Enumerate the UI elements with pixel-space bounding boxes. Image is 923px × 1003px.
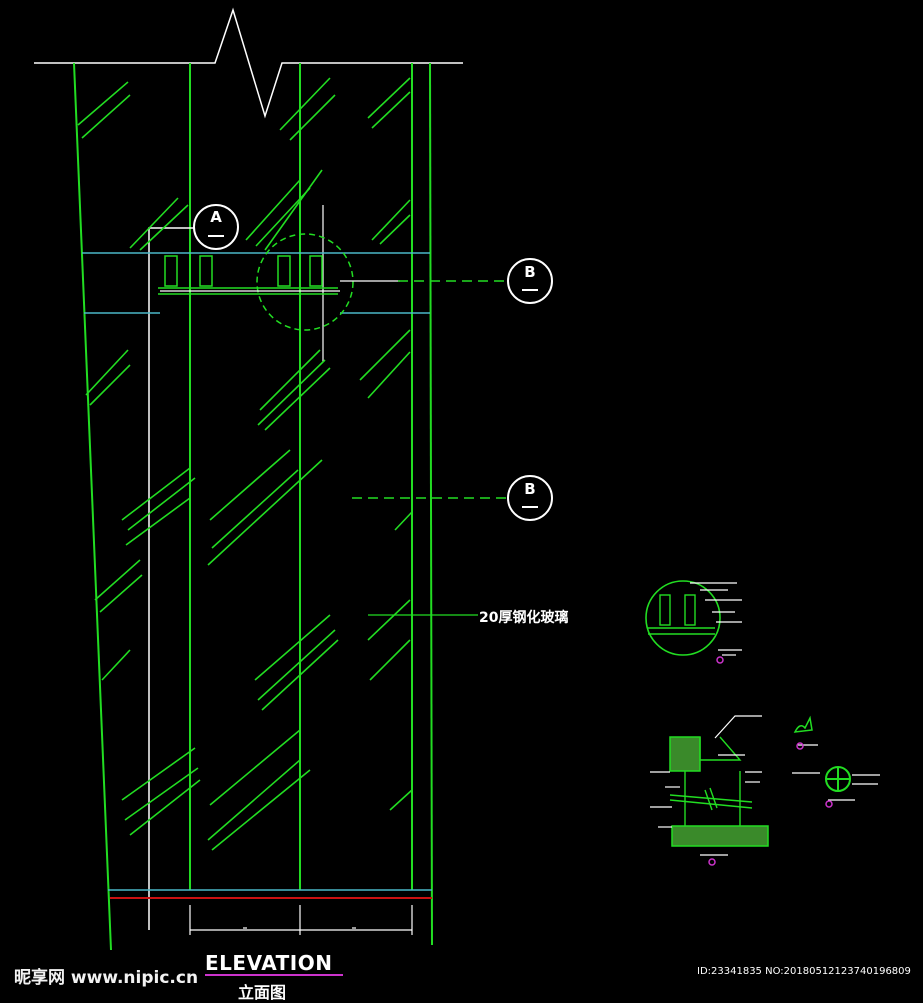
dimension-line (189, 905, 413, 935)
section-bubble-a: A (193, 204, 239, 250)
top-break-line (34, 7, 463, 119)
transom (82, 252, 432, 891)
reference-line (148, 227, 205, 930)
section-b-upper-label: B (524, 263, 535, 281)
watermark-id: ID:23341835 NO:20180512123740196809 (697, 966, 911, 977)
watermark-site: 昵享网 www.nipic.cn (14, 968, 199, 988)
detail-fitting (792, 715, 880, 808)
glass-hatch (77, 77, 413, 851)
drawing-title-cn: 立面图 (238, 983, 287, 1002)
section-bubble-b-lower: B (507, 475, 553, 521)
glass-thickness-note: 20厚钢化玻璃 (479, 610, 569, 626)
section-b-lower-label: B (524, 480, 535, 498)
drawing-title-en: ELEVATION (205, 951, 333, 975)
section-bubble-b-upper: B (507, 258, 553, 304)
detail-section (650, 715, 769, 866)
section-a-label: A (210, 208, 222, 226)
detail-clamp-circle (645, 580, 742, 664)
clamp-fittings (158, 233, 354, 331)
